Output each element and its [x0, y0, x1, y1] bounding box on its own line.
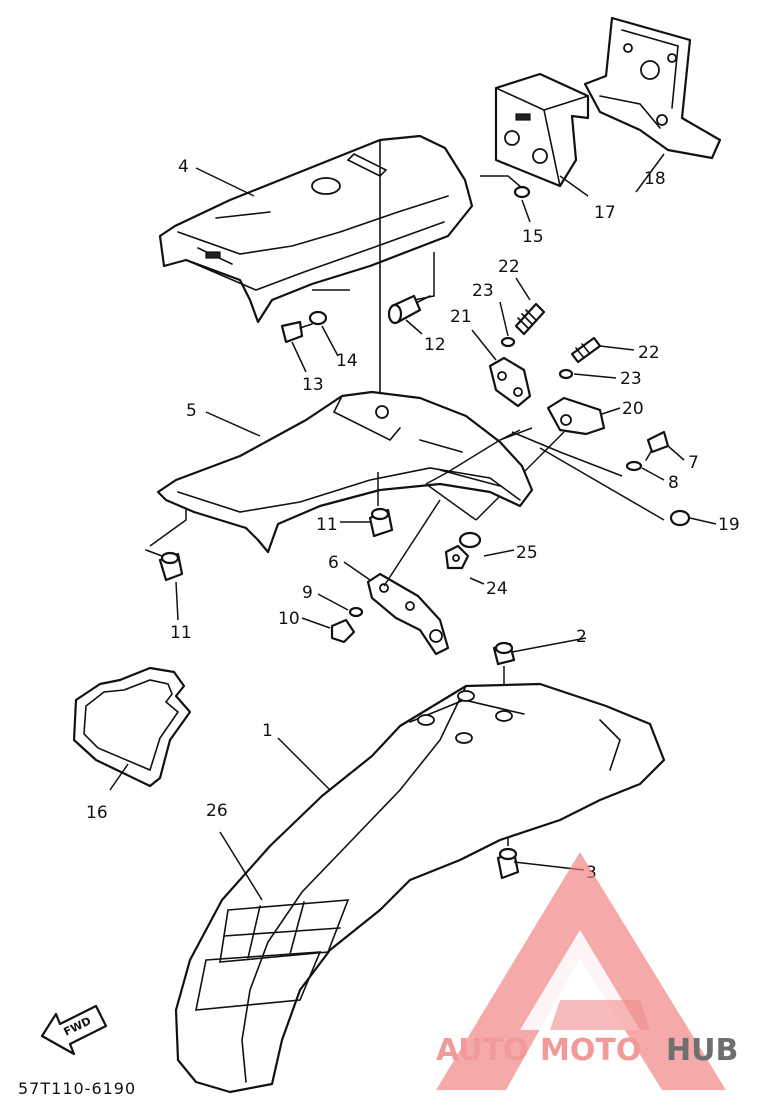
callout-25: 25 — [516, 543, 538, 563]
callout-19: 19 — [718, 515, 740, 535]
part-4-fender-cover — [158, 134, 474, 421]
callout-10: 10 — [278, 609, 300, 629]
part-14-washer — [308, 310, 328, 326]
callout-24: 24 — [486, 579, 508, 599]
part-16-mud-flap — [72, 666, 192, 788]
watermark-text-hub: HUB — [666, 1033, 738, 1068]
callout-21: 21 — [450, 307, 472, 327]
part-11-bolt-center — [368, 507, 394, 538]
callout-5: 5 — [186, 401, 197, 421]
callout-26: 26 — [206, 801, 228, 821]
watermark-text: AUTO MOTO HUB — [436, 1033, 738, 1068]
fwd-arrow: FWD — [40, 1004, 108, 1056]
part-13-bolt — [280, 320, 313, 344]
part-22-bolt-right — [570, 336, 602, 364]
watermark-text-moto: MOTO — [540, 1033, 641, 1068]
part-6-license-bracket — [366, 499, 450, 656]
callout-1: 1 — [262, 721, 273, 741]
part-17-housing — [494, 72, 590, 188]
part-7-bolt — [645, 430, 670, 461]
part-10-nut — [330, 618, 356, 644]
part-18-bracket — [583, 16, 722, 160]
callout-23-right: 23 — [620, 369, 642, 389]
callout-9: 9 — [302, 583, 313, 603]
callout-22-right: 22 — [638, 343, 660, 363]
part-5-rear-fender — [149, 390, 534, 554]
callout-7: 7 — [688, 453, 699, 473]
callout-6: 6 — [328, 553, 339, 573]
callout-12: 12 — [424, 335, 446, 355]
callout-17: 17 — [594, 203, 616, 223]
part-24-nut — [444, 544, 470, 570]
part-9-washer — [348, 606, 364, 618]
part-23-washer-right — [558, 368, 574, 380]
part-code: 57T110-6190 — [18, 1079, 136, 1098]
part-23-washer-upper — [500, 336, 516, 348]
callout-20: 20 — [622, 399, 644, 419]
part-20-plate — [475, 396, 606, 521]
callout-23-upper: 23 — [472, 281, 494, 301]
part-19-grommet — [669, 509, 691, 527]
part-22-bolt-upper — [514, 302, 546, 336]
callout-8: 8 — [668, 473, 679, 493]
part-8-washer — [625, 460, 643, 472]
part-15-nut — [480, 175, 531, 199]
callout-16: 16 — [86, 803, 108, 823]
callout-11-center: 11 — [316, 515, 338, 535]
part-11-bolt-left — [145, 549, 184, 582]
callout-13: 13 — [302, 375, 324, 395]
part-2-grommet — [492, 641, 516, 712]
callout-22-upper: 22 — [498, 257, 520, 277]
callout-2: 2 — [576, 627, 587, 647]
callout-11-left: 11 — [170, 623, 192, 643]
callout-14: 14 — [336, 351, 358, 371]
part-1-main-fender — [174, 682, 666, 1094]
part-12-bolt — [387, 294, 431, 325]
callout-18: 18 — [644, 169, 666, 189]
part-25-washer — [458, 531, 482, 549]
watermark-text-auto: AUTO — [436, 1033, 529, 1068]
callout-15: 15 — [522, 227, 544, 247]
leader-lines-right — [511, 431, 623, 477]
part-21-bracket — [488, 356, 532, 408]
watermark-logo — [436, 852, 726, 1090]
callout-4: 4 — [178, 157, 189, 177]
